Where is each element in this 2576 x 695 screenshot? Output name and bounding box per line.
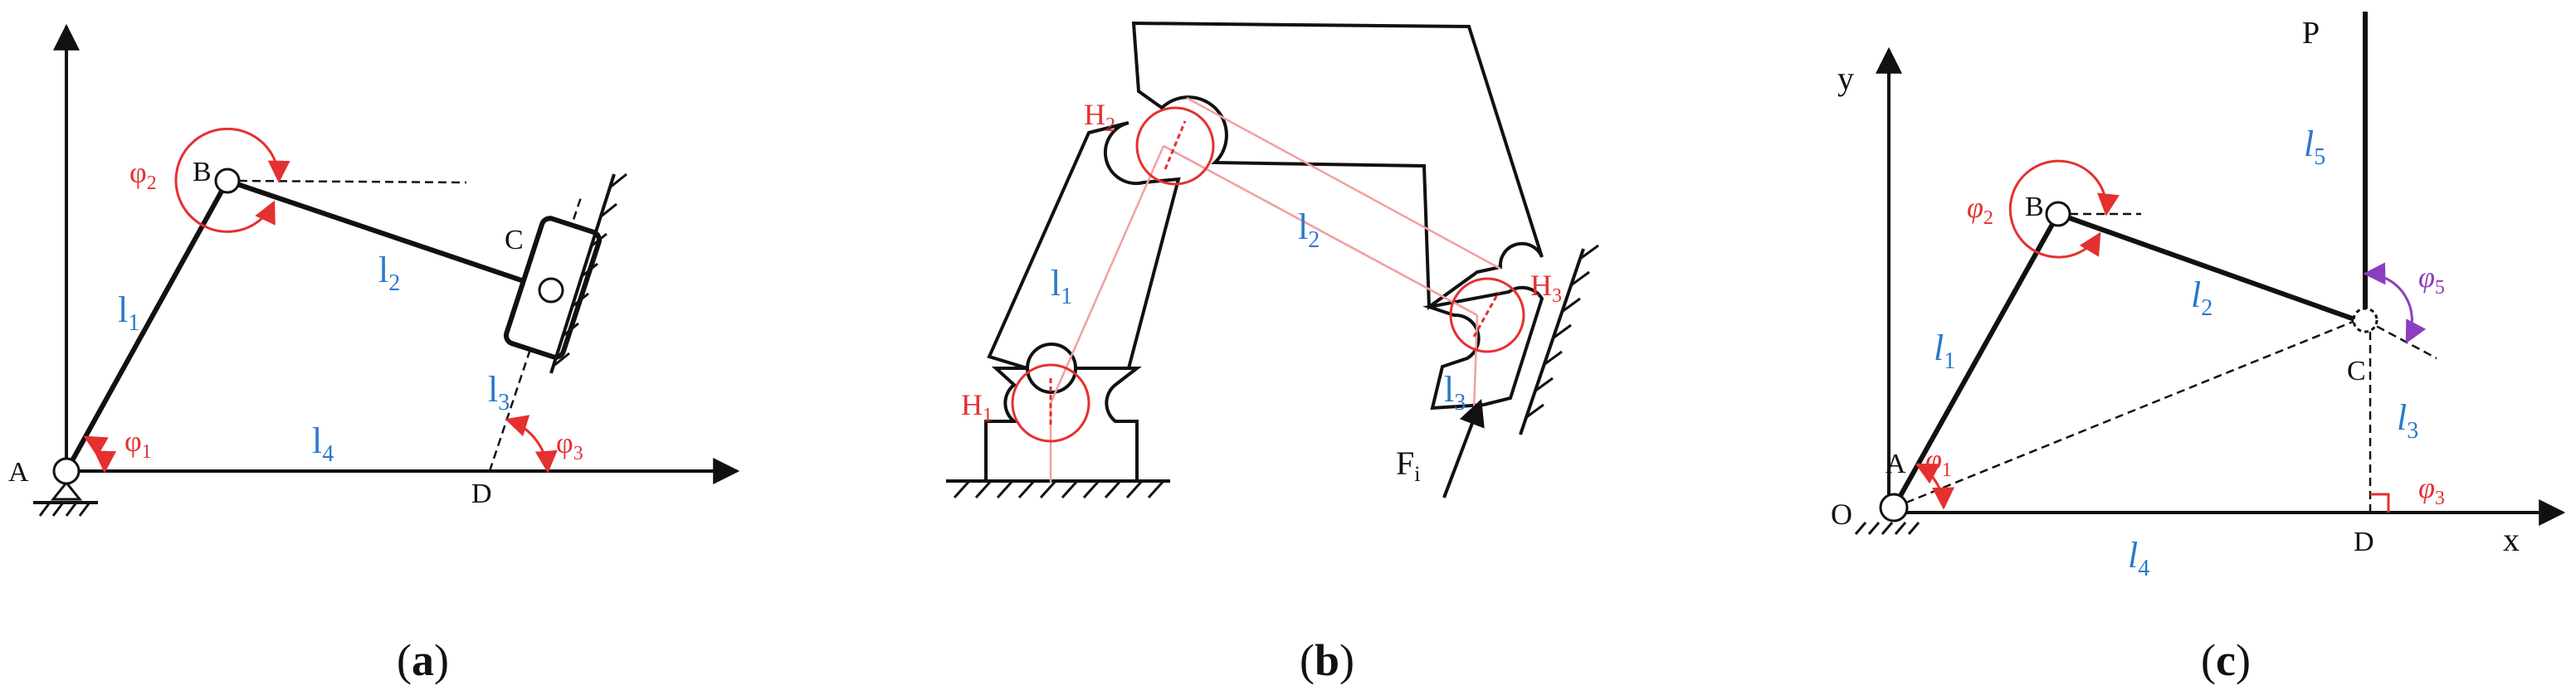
- a-angle-arc-phi1: [83, 435, 117, 474]
- b-label-H3: H3: [1530, 269, 1562, 307]
- a-guide-hatching: [552, 173, 627, 368]
- panel-a: A B C D l1 l2 l3 l4 φ1 φ2 φ3 (a): [8, 23, 740, 685]
- c-angle-arc-phi2: [2008, 159, 2120, 259]
- a-angle-arc-phi2: [174, 127, 290, 233]
- c-joint-C: [2352, 307, 2378, 333]
- c-label-D: D: [2354, 527, 2374, 557]
- a-label-B: B: [193, 157, 212, 187]
- b-hinge-H2: [1135, 106, 1215, 186]
- a-angle-arc-phi3: [505, 415, 558, 474]
- c-label-phi1: φ1: [1925, 443, 1952, 481]
- a-caption: (a): [397, 635, 449, 685]
- b-hinge-H3: [1449, 277, 1525, 353]
- b-link1-body: [987, 121, 1181, 371]
- c-label-phi5: φ5: [2418, 260, 2445, 299]
- a-link-l1: [64, 179, 230, 473]
- c-label-phi2: φ2: [1967, 191, 1993, 229]
- b-hinge-H2-axis: [1164, 120, 1187, 170]
- c-label-P: P: [2302, 16, 2320, 51]
- a-label-C: C: [505, 225, 524, 255]
- b-link3-body: [1422, 285, 1544, 411]
- b-kinematic-lines: [1049, 96, 1501, 483]
- b-caption: (b): [1300, 635, 1354, 685]
- b-label-H2: H2: [1084, 98, 1115, 136]
- c-right-angle-mark: [2370, 493, 2390, 513]
- c-label-O: O: [1831, 498, 1852, 531]
- b-label-l2: l2: [1298, 207, 1320, 253]
- a-joint-C: [538, 277, 564, 304]
- b-label-force: Fi: [1396, 445, 1420, 486]
- c-angle-arc-phi1: [1915, 463, 1955, 510]
- b-force-arrow: [1442, 399, 1485, 498]
- a-label-phi2: φ2: [129, 156, 157, 194]
- b-wall-line: [1519, 248, 1585, 435]
- c-label-C: C: [2347, 356, 2366, 386]
- b-link2-body: [1131, 21, 1544, 310]
- c-label-A: A: [1886, 449, 1906, 479]
- a-label-l1: l1: [118, 289, 139, 336]
- a-label-phi3: φ3: [556, 426, 583, 464]
- b-base-block: [984, 367, 1142, 483]
- c-label-l4: l4: [2128, 535, 2149, 581]
- a-label-D: D: [471, 479, 492, 509]
- c-label-B: B: [2025, 192, 2044, 222]
- a-joint-B: [214, 168, 241, 194]
- a-label-l4: l4: [312, 420, 334, 467]
- c-angle-arc-phi5: [2363, 262, 2427, 344]
- b-hinge-H3-axis: [1472, 291, 1500, 338]
- c-label-x: x: [2503, 521, 2520, 558]
- a-label-phi1: φ1: [124, 425, 152, 463]
- c-label-l2: l2: [2191, 275, 2213, 321]
- a-label-l2: l2: [378, 250, 400, 296]
- panel-b: H1 H2 H3 l1 l2 l3 Fi (b): [946, 21, 1599, 685]
- c-ground-hatching: [1854, 522, 1920, 535]
- c-joint-B: [2045, 201, 2071, 227]
- a-joint-A: [52, 457, 80, 485]
- b-label-l3: l3: [1444, 369, 1466, 416]
- a-slider-guide: [549, 173, 616, 374]
- c-label-y: y: [1837, 60, 1854, 97]
- panel-c: y x O A B C D P l1 l2 l3 l4 l5 φ1 φ2 φ3 …: [1831, 12, 2566, 685]
- c-dashed-OC: [1893, 318, 2358, 509]
- c-caption: (c): [2201, 635, 2251, 685]
- a-ground-support: [33, 480, 98, 517]
- a-label-l3: l3: [488, 369, 510, 416]
- b-ground-hatching: [953, 479, 1165, 499]
- c-link-l1: [1891, 212, 2061, 509]
- c-label-l3: l3: [2397, 397, 2418, 444]
- a-label-A: A: [8, 457, 29, 488]
- a-reference-dashed-b: [238, 179, 467, 184]
- c-label-l1: l1: [1934, 328, 1955, 374]
- c-dashed-extension: [2364, 318, 2437, 360]
- b-hinge-H1: [1011, 363, 1090, 443]
- b-wall-hatching: [1525, 244, 1599, 420]
- c-label-phi3: φ3: [2418, 471, 2445, 509]
- c-joint-O: [1879, 493, 1909, 522]
- b-label-H1: H1: [961, 388, 993, 426]
- c-label-l5: l5: [2304, 124, 2325, 170]
- b-label-l1: l1: [1051, 263, 1072, 309]
